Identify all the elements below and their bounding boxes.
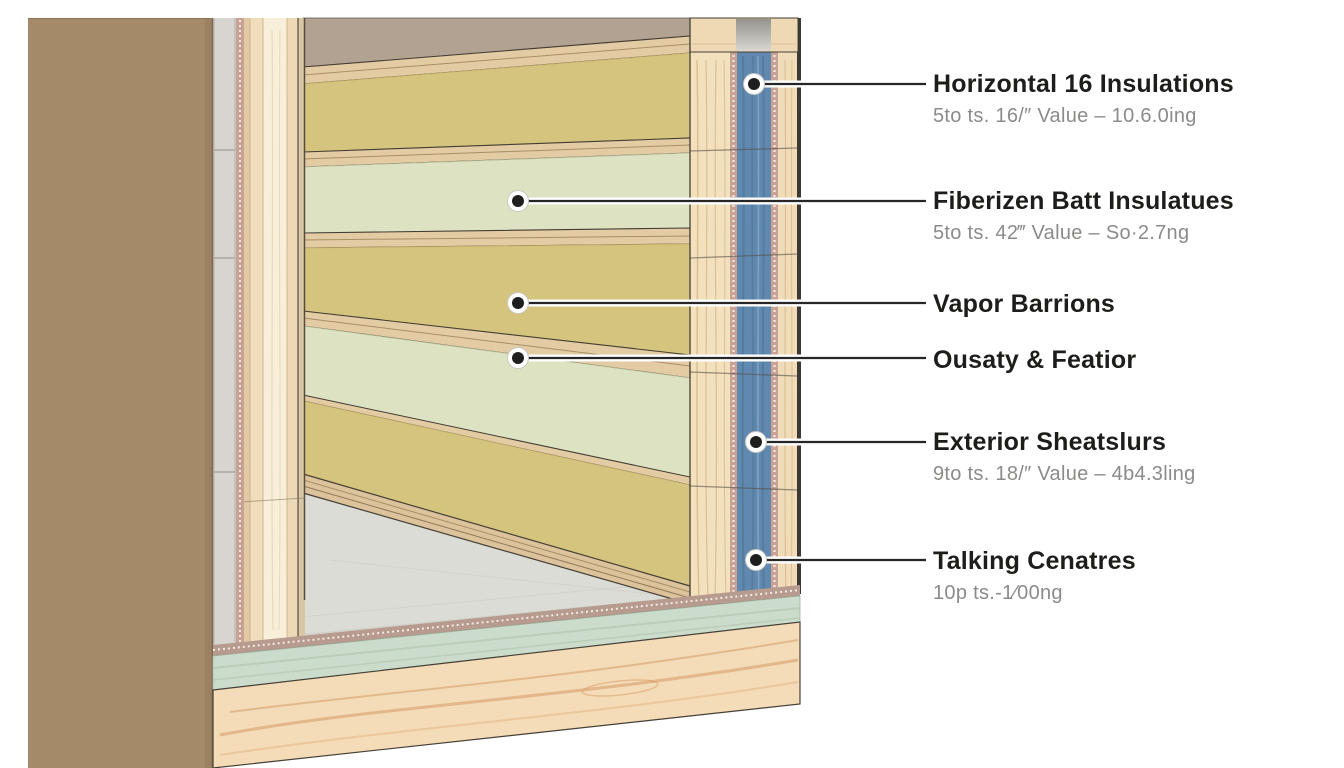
callout-5: Exterior Sheatslurs 9to ts. 18/″ Value –…	[933, 427, 1338, 487]
callout-subtitle: 10p ts.-1⁄00ng	[933, 582, 1063, 604]
drywall-layer	[213, 18, 244, 652]
callout-title: Fiberizen Batt Insulatues	[933, 187, 1234, 215]
interior-finish-panel	[28, 18, 214, 768]
callout-6: Talking Cenatres 10p ts.-1⁄00ng	[933, 546, 1338, 606]
callout-leaders	[507, 73, 926, 571]
top-gap-shadow	[736, 19, 771, 51]
membrane-seam-left	[730, 52, 737, 606]
callout-1: Horizontal 16 Insulations 5to ts. 16/″ V…	[933, 69, 1338, 129]
callout-title: Horizontal 16 Insulations	[933, 70, 1234, 98]
callout-title: Ousaty & Featior	[933, 346, 1137, 374]
leader-line-5	[745, 431, 926, 453]
deck-edge-membrane	[213, 585, 800, 656]
callout-title: Exterior Sheatslurs	[933, 428, 1167, 456]
callout-4: Ousaty & Featior	[933, 345, 1338, 375]
leader-line-3	[507, 292, 926, 314]
leader-line-2	[507, 190, 926, 212]
interior-stud-column	[239, 18, 306, 642]
callout-title: Vapor Barrions	[933, 290, 1116, 318]
floor-platform	[212, 585, 801, 768]
exterior-siding-strip	[778, 18, 798, 606]
leader-line-6	[745, 549, 926, 571]
callout-subtitle: 9to ts. 18/″ Value – 4b4.3ling	[933, 463, 1196, 485]
insulation-bay	[302, 17, 691, 593]
membrane-seam-right	[771, 52, 778, 606]
rim-beam	[212, 621, 801, 768]
callout-subtitle: 5to ts. 42‴ Value – So·2.7ng	[933, 222, 1190, 244]
callout-3: Vapor Barrions	[933, 289, 1338, 319]
leader-line-1	[743, 73, 926, 95]
callout-2: Fiberizen Batt Insulatues 5to ts. 42‴ Va…	[933, 186, 1338, 246]
callout-title: Talking Cenatres	[933, 547, 1136, 575]
exterior-stud-wood	[690, 18, 730, 606]
batt-green-1	[302, 152, 691, 234]
callout-subtitle: 5to ts. 16/″ Value – 10.6.0ing	[933, 105, 1197, 127]
exterior-stud-column	[689, 17, 801, 607]
leader-line-4	[507, 347, 926, 369]
